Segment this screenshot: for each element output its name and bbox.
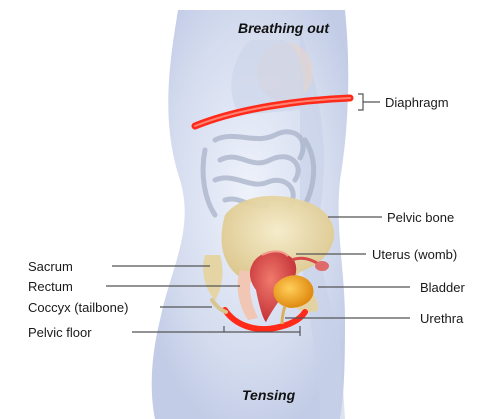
caption-breathing-out: Breathing out <box>238 20 329 36</box>
label-rectum: Rectum <box>28 279 73 294</box>
pelvic-floor-bracket <box>132 326 301 336</box>
label-pelvic-bone: Pelvic bone <box>387 210 455 225</box>
bladder <box>273 275 314 308</box>
back-shading <box>300 30 345 419</box>
urethra <box>280 305 287 325</box>
label-sacrum: Sacrum <box>28 259 73 274</box>
uterus <box>249 251 297 322</box>
label-uterus: Uterus (womb) <box>372 247 458 262</box>
label-pelvic-floor: Pelvic floor <box>28 325 92 340</box>
coccyx <box>210 298 228 314</box>
pelvic-bone <box>221 195 335 285</box>
caption-tensing: Tensing <box>242 387 296 403</box>
label-urethra: Urethra <box>420 311 464 326</box>
lung-shape <box>231 40 305 115</box>
rectum <box>237 270 258 320</box>
label-bladder: Bladder <box>420 280 465 295</box>
label-coccyx: Coccyx (tailbone) <box>28 300 129 315</box>
diaphragm-bracket <box>358 93 380 111</box>
label-diaphragm: Diaphragm <box>385 95 449 110</box>
